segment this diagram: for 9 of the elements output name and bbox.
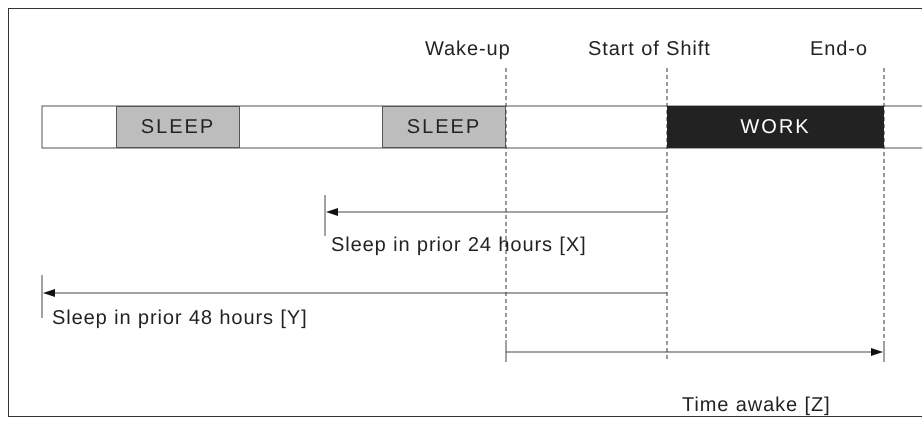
event-label: Start of Shift xyxy=(588,38,711,60)
duration-label: Sleep in prior 48 hours [Y] xyxy=(52,307,308,329)
duration-label: Sleep in prior 24 hours [X] xyxy=(331,234,587,256)
event-label: Wake-up xyxy=(425,38,511,60)
event-label: End-o xyxy=(810,38,868,60)
duration-label: Time awake [Z] xyxy=(682,394,831,416)
work-block: WORK xyxy=(667,106,884,148)
sleep-block: SLEEP xyxy=(116,106,240,148)
sleep-block: SLEEP xyxy=(382,106,506,148)
